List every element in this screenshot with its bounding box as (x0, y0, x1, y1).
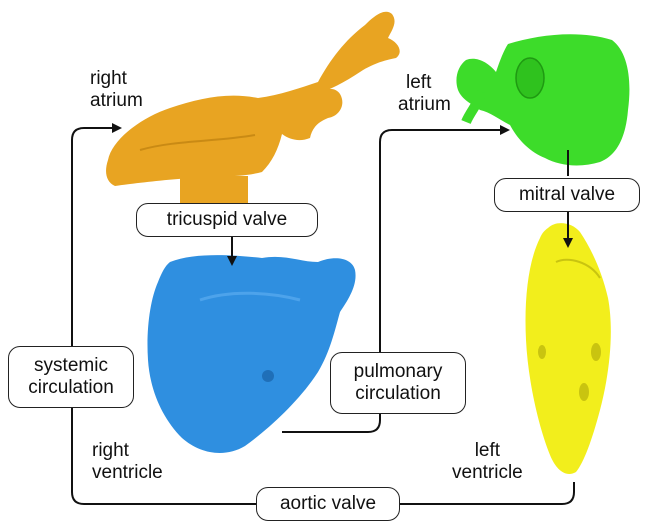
left-atrium-label: left atrium (398, 72, 451, 116)
systemic-circulation-box: systemic circulation (8, 346, 134, 408)
right-atrium-shape (106, 12, 400, 208)
right-ventricle-shape (147, 255, 355, 453)
pulmonary-circulation-box: pulmonary circulation (330, 352, 466, 414)
left-atrium-shape (456, 34, 629, 165)
tricuspid-valve-box: tricuspid valve (136, 203, 318, 237)
mitral-valve-box: mitral valve (494, 178, 640, 212)
left-ventricle-label: left ventricle (452, 440, 523, 484)
left-ventricle-shape (526, 223, 611, 474)
right-ventricle-label: right ventricle (92, 440, 163, 484)
aortic-valve-box: aortic valve (256, 487, 400, 521)
right-atrium-label: right atrium (90, 68, 143, 112)
